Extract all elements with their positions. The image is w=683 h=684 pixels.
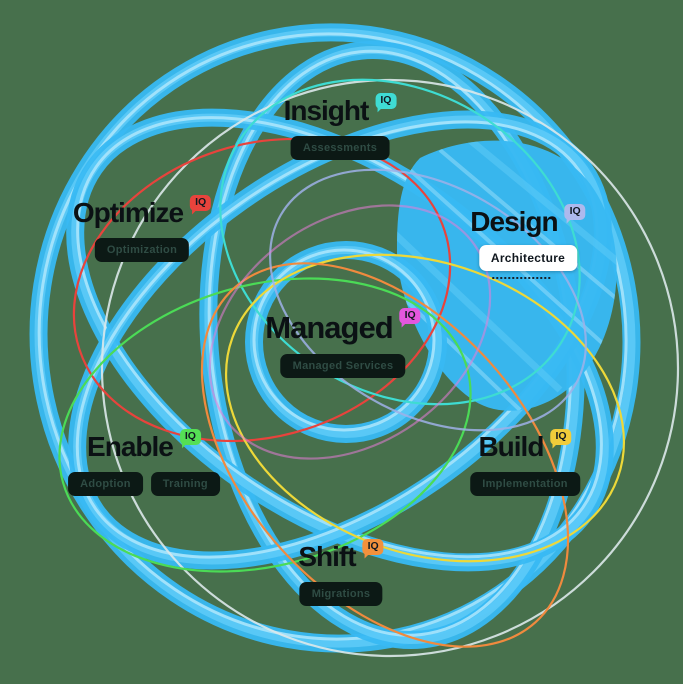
node-build[interactable]: Build IQ Implementation (470, 429, 580, 496)
enable-title: Enable (87, 431, 174, 462)
insight-iq-badge: IQ (375, 93, 397, 109)
managed-iq-badge: IQ (399, 308, 421, 324)
optimize-iq-badge: IQ (190, 195, 212, 211)
brush-orbit-diagonal-left (68, 110, 612, 570)
enable-tag-training[interactable]: Training (150, 472, 220, 496)
enable-iq-badge: IQ (179, 429, 201, 445)
shift-title: Shift (298, 541, 356, 572)
design-dotted-underline (492, 277, 551, 279)
node-optimize[interactable]: Optimize IQ Optimization (72, 195, 212, 262)
ring-managed (208, 204, 492, 460)
enable-tag-adoption[interactable]: Adoption (68, 472, 143, 496)
design-iq-badge: IQ (564, 204, 586, 220)
shift-iq-badge: IQ (362, 539, 384, 555)
ring-enable (58, 277, 472, 573)
node-design[interactable]: Design IQ Architecture (470, 204, 586, 279)
managed-title: Managed (265, 310, 393, 345)
node-insight[interactable]: Insight IQ Assessments (283, 93, 397, 160)
insight-tag-assessments[interactable]: Assessments (290, 136, 390, 160)
build-title: Build (478, 431, 544, 462)
node-enable[interactable]: Enable IQ Adoption Training (68, 429, 220, 496)
ring-optimize (72, 137, 452, 443)
ring-shift (200, 262, 570, 648)
design-tag-architecture[interactable]: Architecture (478, 245, 578, 271)
managed-tag-services[interactable]: Managed Services (280, 354, 406, 378)
ring-design (269, 168, 587, 432)
node-shift[interactable]: Shift IQ Migrations (298, 539, 384, 606)
design-title: Design (470, 206, 558, 237)
ring-white (100, 78, 680, 658)
node-managed[interactable]: Managed IQ Managed Services (265, 308, 421, 378)
build-iq-badge: IQ (550, 429, 572, 445)
brush-orbit-center (245, 241, 447, 443)
shift-tag-migrations[interactable]: Migrations (299, 582, 383, 606)
insight-title: Insight (283, 95, 370, 126)
build-tag-implementation[interactable]: Implementation (470, 472, 580, 496)
optimize-tag-optimization[interactable]: Optimization (94, 238, 190, 262)
optimize-title: Optimize (72, 197, 184, 228)
